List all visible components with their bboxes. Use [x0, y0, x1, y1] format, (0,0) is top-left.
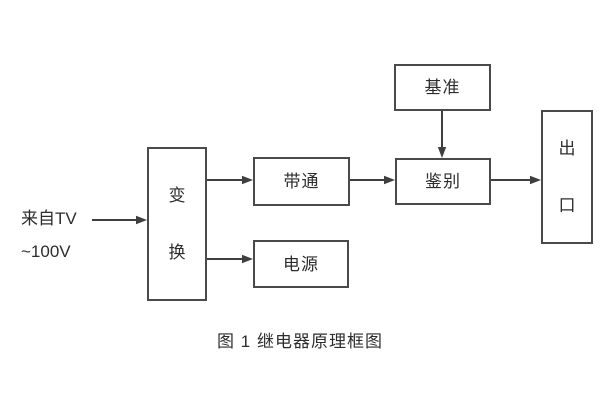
- node-bandpass: 带通: [253, 157, 350, 206]
- arrow-discriminator-to-output: [491, 175, 541, 185]
- node-transform-char2: 换: [168, 243, 186, 262]
- figure-caption: 图 1 继电器原理框图: [217, 332, 383, 351]
- input-voltage-label-line2: ~100V: [21, 242, 71, 261]
- node-power: 电源: [253, 240, 349, 288]
- arrow-bandpass-to-discriminator: [350, 175, 395, 185]
- node-reference: 基准: [394, 64, 491, 111]
- arrow-reference-to-discriminator: [437, 111, 447, 158]
- node-power-label: 电源: [283, 254, 319, 274]
- arrow-transform-to-bandpass: [207, 175, 253, 185]
- node-discriminator: 鉴别: [395, 158, 491, 205]
- input-source-label-line1: 来自TV: [21, 209, 77, 228]
- arrow-input-to-transform: [92, 215, 147, 225]
- node-bandpass-label: 带通: [283, 172, 320, 191]
- node-output-char1: 出: [558, 139, 576, 158]
- node-output: 出 口: [541, 110, 593, 244]
- node-reference-label: 基准: [424, 78, 461, 97]
- node-discriminator-label: 鉴别: [425, 172, 461, 191]
- node-transform: 变 换: [147, 147, 207, 301]
- node-transform-char1: 变: [168, 186, 186, 205]
- arrow-transform-to-power: [207, 254, 253, 264]
- node-output-char2: 口: [558, 196, 576, 215]
